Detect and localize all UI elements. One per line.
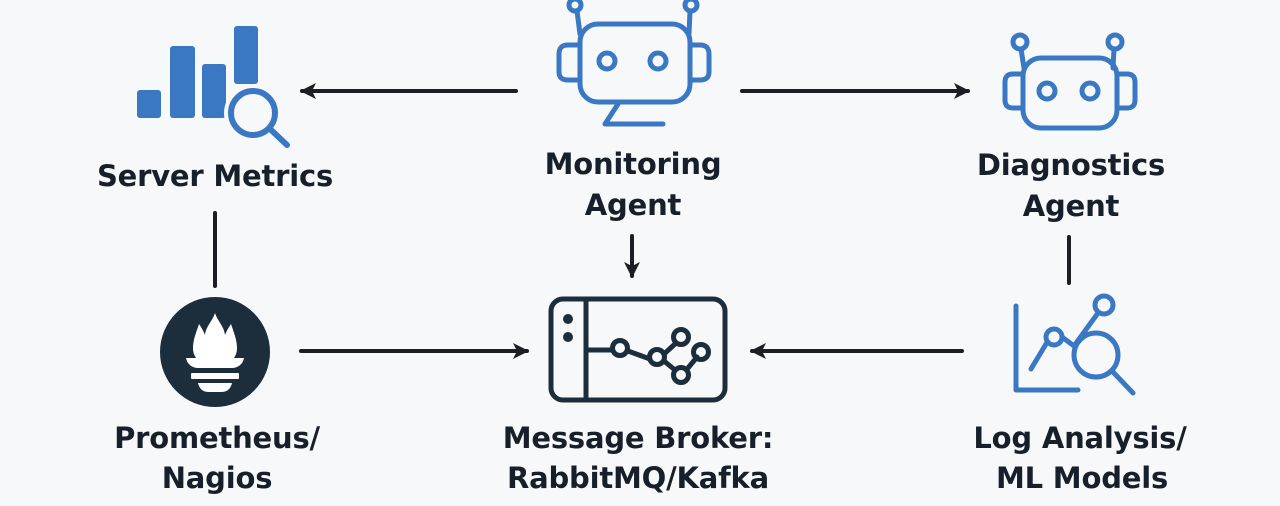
- ear-right: [687, 42, 712, 83]
- connectors: [213, 83, 1071, 359]
- antenna-left: [1018, 46, 1027, 71]
- chart-point-2: [1092, 293, 1116, 317]
- torch-band: [191, 373, 239, 379]
- flame: [186, 313, 244, 368]
- robot-head: [1020, 55, 1120, 131]
- chart-axes: [1013, 303, 1081, 393]
- chart-line: [1028, 310, 1101, 372]
- magnifier-handle: [1110, 369, 1136, 396]
- broker-node-5: [671, 365, 691, 385]
- bar-3: [202, 64, 226, 118]
- server-metrics-label: Server Metrics: [96, 159, 334, 193]
- broker-network-icon: [548, 296, 728, 403]
- bar-4: [234, 26, 258, 84]
- prometheus-label-line1: Prometheus/: [114, 421, 320, 455]
- broker-frame: [548, 296, 728, 403]
- ear-right: [1114, 71, 1138, 111]
- antenna-right: [686, 8, 693, 37]
- broker-node-2: [647, 347, 667, 367]
- magnifier-lens: [1071, 330, 1121, 380]
- broker-graph-line: [583, 341, 700, 373]
- bar-chart-magnifier-icon: [137, 26, 290, 148]
- eye-left: [1036, 80, 1058, 102]
- chart-point-1: [1043, 326, 1065, 348]
- torch-base: [198, 383, 232, 392]
- message-broker-label-line2: RabbitMQ/Kafka: [506, 461, 770, 495]
- monitoring-agent-label-line2: Agent: [584, 188, 682, 222]
- antenna-left-tip: [566, 0, 584, 14]
- message-broker-label-line1: Message Broker:: [502, 421, 774, 455]
- log-analysis-label-line2: ML Models: [995, 461, 1169, 495]
- prometheus-label-line2: Nagios: [161, 461, 273, 495]
- ear-left: [1002, 71, 1026, 111]
- bar-1: [137, 90, 161, 118]
- eye-right: [647, 50, 669, 72]
- antenna-left: [574, 8, 583, 37]
- broker-node-3: [671, 327, 691, 347]
- magnifier-lens: [228, 88, 278, 138]
- broker-dot-1: [563, 314, 573, 324]
- diagnostics-agent-label-line1: Diagnostics: [976, 148, 1166, 182]
- broker-node-1: [610, 338, 630, 358]
- broker-node-4: [691, 342, 711, 362]
- prometheus-flame-icon: [160, 297, 270, 407]
- magnifier-handle: [267, 126, 290, 148]
- diagnostics-robot-icon: [1002, 32, 1138, 131]
- bar-2: [170, 46, 195, 118]
- robot-stand: [602, 101, 666, 127]
- broker-dot-2: [563, 332, 573, 342]
- eye-left: [596, 50, 618, 72]
- eye-right: [1079, 80, 1101, 102]
- ear-left: [556, 42, 583, 83]
- monitoring-robot-icon: [556, 0, 712, 127]
- monitoring-agent-label-line1: Monitoring: [544, 147, 722, 181]
- log-analysis-label-line1: Log Analysis/: [973, 421, 1187, 455]
- diagnostics-agent-label-line2: Agent: [1022, 189, 1120, 223]
- robot-head: [577, 21, 693, 105]
- line-chart-magnifier-icon: [1013, 293, 1136, 396]
